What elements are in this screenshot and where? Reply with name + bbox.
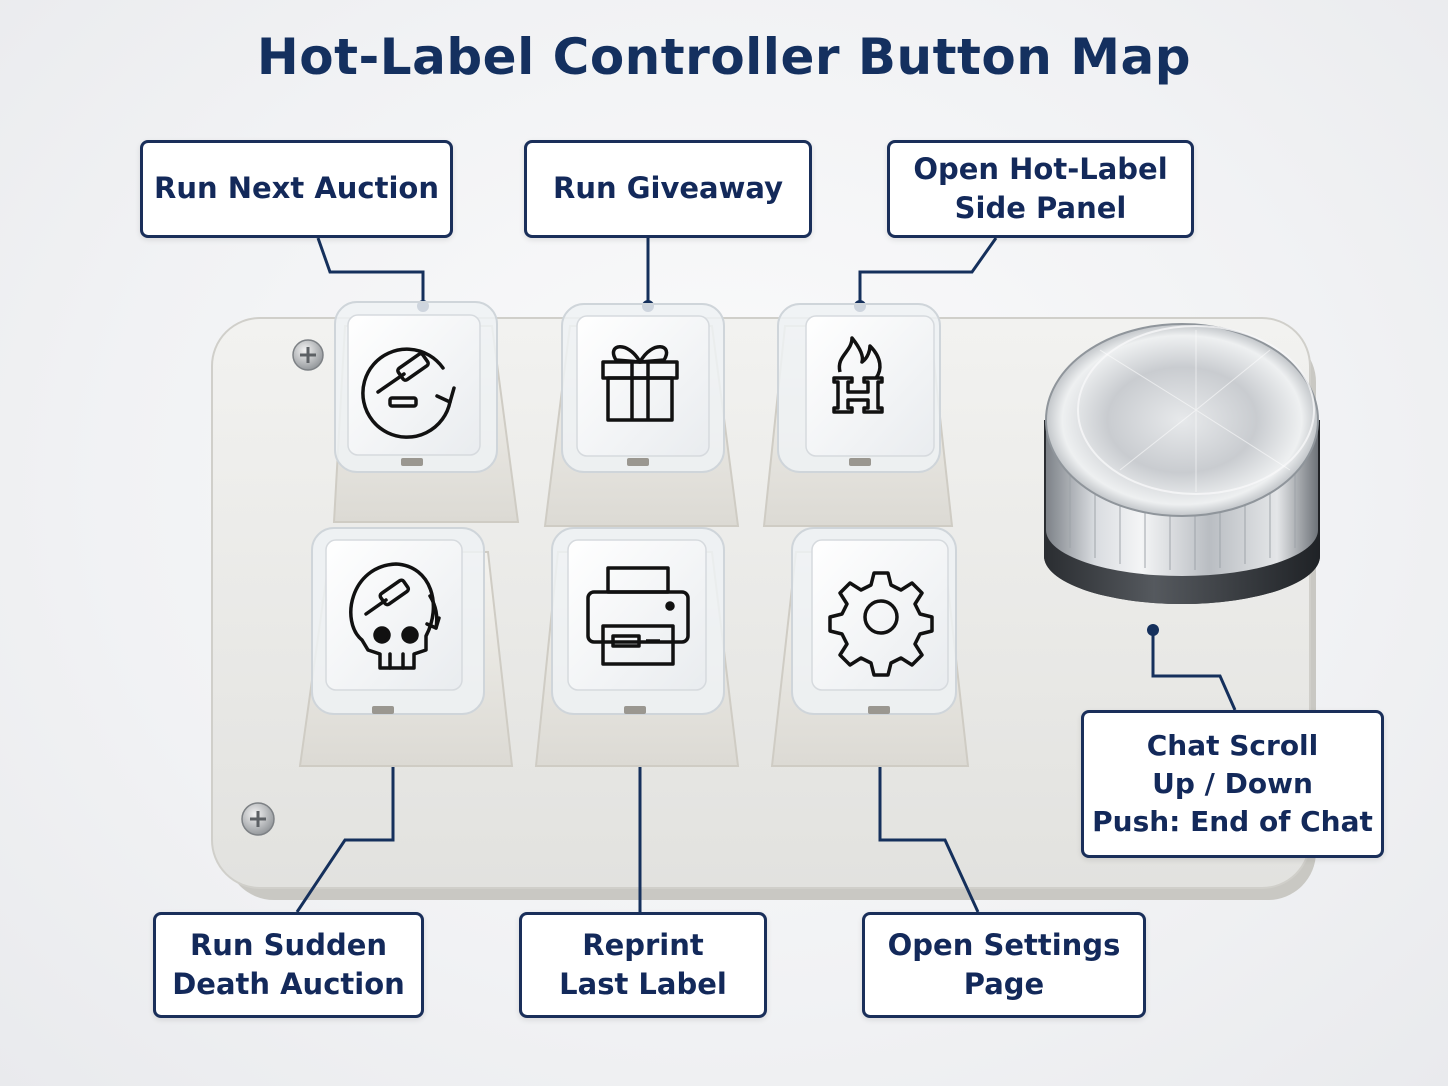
callout-label: Push: End of Chat	[1092, 804, 1373, 838]
callout-label: Last Label	[559, 967, 727, 1001]
callout-reprint-last-label: Reprint Last Label	[519, 912, 767, 1018]
rotary-knob[interactable]	[1044, 323, 1320, 604]
screw-icon	[241, 802, 275, 836]
page-title: Hot-Label Controller Button Map	[256, 28, 1192, 86]
callout-leader-lines	[295, 237, 1237, 913]
gavel-auction-icon	[361, 347, 456, 439]
callout-open-settings-page: Open Settings Page	[862, 912, 1146, 1018]
gift-icon	[601, 345, 679, 422]
key-run-giveaway[interactable]	[543, 303, 740, 527]
callout-label: Page	[963, 967, 1045, 1001]
key-run-sudden-death-auction[interactable]	[298, 527, 514, 767]
callout-open-hot-label-side-panel: Open Hot-Label Side Panel	[887, 140, 1194, 238]
callout-label: Run Sudden	[189, 927, 388, 962]
callout-run-sudden-death-auction: Run Sudden Death Auction	[153, 912, 424, 1018]
key-open-hot-label-side-panel[interactable]	[762, 303, 954, 527]
key-run-next-auction[interactable]	[332, 301, 520, 523]
callout-knob: Chat Scroll Up / Down Push: End of Chat	[1081, 710, 1384, 858]
key-reprint-last-label[interactable]	[534, 527, 740, 767]
key-open-settings-page[interactable]	[770, 527, 970, 767]
callout-run-giveaway: Run Giveaway	[524, 140, 812, 238]
callout-label: Open Hot-Label	[913, 151, 1168, 186]
callout-run-next-auction: Run Next Auction	[140, 140, 453, 238]
callout-label: Open Settings	[887, 927, 1121, 962]
callout-label: Reprint	[582, 927, 704, 962]
printer-icon	[586, 566, 690, 666]
callout-label: Chat Scroll	[1146, 729, 1319, 763]
flaming-h-icon	[832, 336, 884, 414]
callout-label: Death Auction	[172, 967, 405, 1001]
callout-label: Up / Down	[1152, 767, 1313, 801]
skull-gavel-icon	[349, 562, 441, 670]
callout-label: Run Giveaway	[553, 171, 783, 206]
screw-icon	[292, 339, 324, 371]
callout-label: Run Next Auction	[154, 171, 439, 206]
callout-label: Side Panel	[954, 191, 1127, 225]
gear-icon	[828, 571, 934, 677]
